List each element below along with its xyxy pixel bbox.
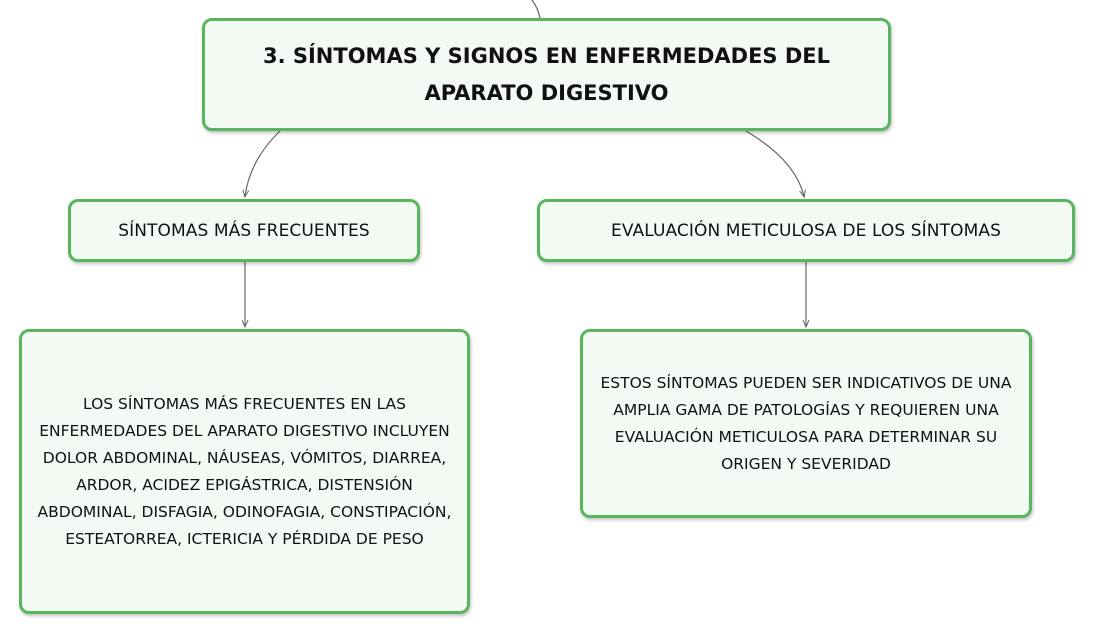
connector-root-to-evaluation — [745, 130, 804, 196]
evaluation-detail-node[interactable]: ESTOS SÍNTOMAS PUEDEN SER INDICATIVOS DE… — [580, 329, 1032, 518]
frequent-symptoms-detail-node[interactable]: LOS SÍNTOMAS MÁS FRECUENTES EN LAS ENFER… — [19, 329, 470, 614]
evaluation-label: EVALUACIÓN METICULOSA DE LOS SÍNTOMAS — [611, 220, 1001, 241]
evaluation-node[interactable]: EVALUACIÓN METICULOSA DE LOS SÍNTOMAS — [537, 199, 1075, 262]
root-topic-label: 3. SÍNTOMAS Y SIGNOS EN ENFERMEDADES DEL… — [262, 43, 831, 105]
root-topic-node[interactable]: 3. SÍNTOMAS Y SIGNOS EN ENFERMEDADES DEL… — [202, 18, 891, 131]
connector-root-to-frequent-symptoms — [245, 130, 281, 196]
connector-parent-to-root — [531, 0, 541, 19]
frequent-symptoms-node[interactable]: SÍNTOMAS MÁS FRECUENTES — [68, 199, 420, 262]
evaluation-detail-text: ESTOS SÍNTOMAS PUEDEN SER INDICATIVOS DE… — [600, 373, 1012, 473]
frequent-symptoms-label: SÍNTOMAS MÁS FRECUENTES — [118, 220, 370, 241]
frequent-symptoms-detail-text: LOS SÍNTOMAS MÁS FRECUENTES EN LAS ENFER… — [37, 394, 452, 548]
